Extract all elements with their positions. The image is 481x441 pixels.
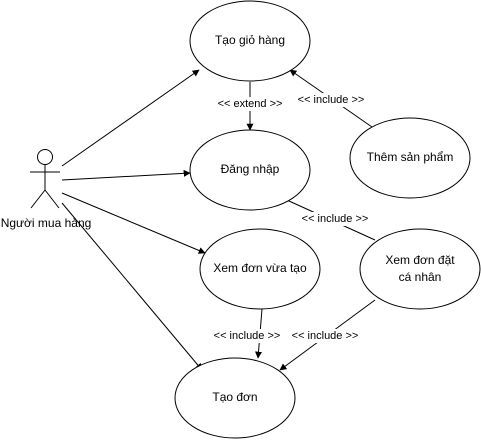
stereotype-include: << include >> [298,94,365,106]
use-case-label: Đăng nhập [221,162,280,176]
association-view-recent-order [61,192,206,254]
association-login [61,169,191,181]
label-personal-orders-include-create-order: << include >> [288,329,362,343]
label-personal-orders-include-login: << include >> [298,212,372,226]
use-case-create-cart[interactable]: Tạo giỏ hàng [189,0,311,82]
stereotype-include: << include >> [302,213,369,225]
association-create-cart [61,69,200,167]
use-case-label-line2: cá nhân [399,270,442,284]
use-case-label: Tạo giỏ hàng [215,33,285,47]
use-case-add-product[interactable]: Thêm sản phẩm [349,117,471,199]
actor-icon [30,149,60,209]
association-create-order [61,202,203,371]
stereotype-include: << include >> [214,330,281,342]
use-case-label: Tạo đơn [212,390,257,404]
label-cart-extend-login: << extend >> [214,97,286,111]
label-add-product-include-cart: << include >> [294,93,368,107]
actor[interactable]: Người mua hàng [1,149,92,231]
stereotype-include: << include >> [292,330,359,342]
label-recent-order-include-create-order: << include >> [210,329,284,343]
use-case-view-personal-orders[interactable]: Xem đơn đặt cá nhân [359,228,481,310]
actor-name: Người mua hàng [1,216,92,230]
use-case-view-recent-order[interactable]: Xem đơn vừa tạo [199,228,321,310]
use-case-create-order[interactable]: Tạo đơn [174,357,296,439]
use-case-label: Xem đơn vừa tạo [213,261,307,275]
use-case-label-line1: Xem đơn đặt [385,253,455,267]
stereotype-extend: << extend >> [218,98,283,110]
use-case-login[interactable]: Đăng nhập [189,129,311,211]
use-case-label: Thêm sản phẩm [367,150,454,164]
